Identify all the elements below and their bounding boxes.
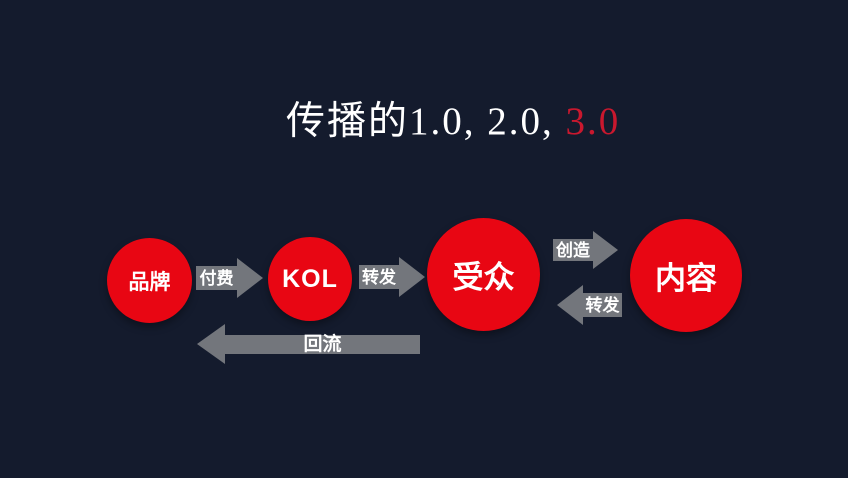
- node-audience: 受众: [427, 218, 540, 331]
- arrow-pay-shaft: 付费: [196, 266, 237, 290]
- arrow-left-icon: [197, 324, 225, 364]
- arrow-repost-2-label: 转发: [585, 295, 620, 315]
- node-brand-label: 品牌: [128, 270, 171, 294]
- node-brand: 品牌: [107, 238, 192, 323]
- arrow-repost-1-label: 转发: [362, 267, 396, 287]
- slide-title-highlight: 3.0: [565, 100, 621, 143]
- slide-title-text: 传播的1.0, 2.0,: [286, 100, 566, 143]
- arrow-repost-2: 转发: [557, 285, 622, 325]
- arrow-repost-1: 转发: [359, 257, 425, 297]
- arrow-repost-1-shaft: 转发: [359, 265, 399, 289]
- arrow-create-label: 创造: [556, 240, 590, 260]
- arrow-left-icon: [557, 285, 583, 325]
- node-kol-label: KOL: [282, 264, 338, 293]
- arrow-pay: 付费: [196, 258, 263, 298]
- arrow-create-shaft: 创造: [553, 239, 593, 261]
- arrow-repost-2-shaft: 转发: [583, 293, 622, 317]
- node-kol: KOL: [268, 237, 352, 321]
- arrow-right-icon: [593, 231, 618, 269]
- arrow-right-icon: [399, 257, 425, 297]
- node-content: 内容: [630, 219, 742, 332]
- arrow-backflow: 回流: [197, 324, 420, 364]
- arrow-backflow-shaft: 回流: [225, 333, 420, 355]
- slide-title: 传播的1.0, 2.0, 3.0: [286, 100, 620, 145]
- node-audience-label: 受众: [452, 260, 515, 295]
- arrow-backflow-label: 回流: [303, 333, 342, 355]
- node-content-label: 内容: [655, 261, 717, 296]
- arrow-create: 创造: [553, 231, 618, 269]
- arrow-right-icon: [237, 258, 263, 298]
- arrow-pay-label: 付费: [199, 268, 234, 288]
